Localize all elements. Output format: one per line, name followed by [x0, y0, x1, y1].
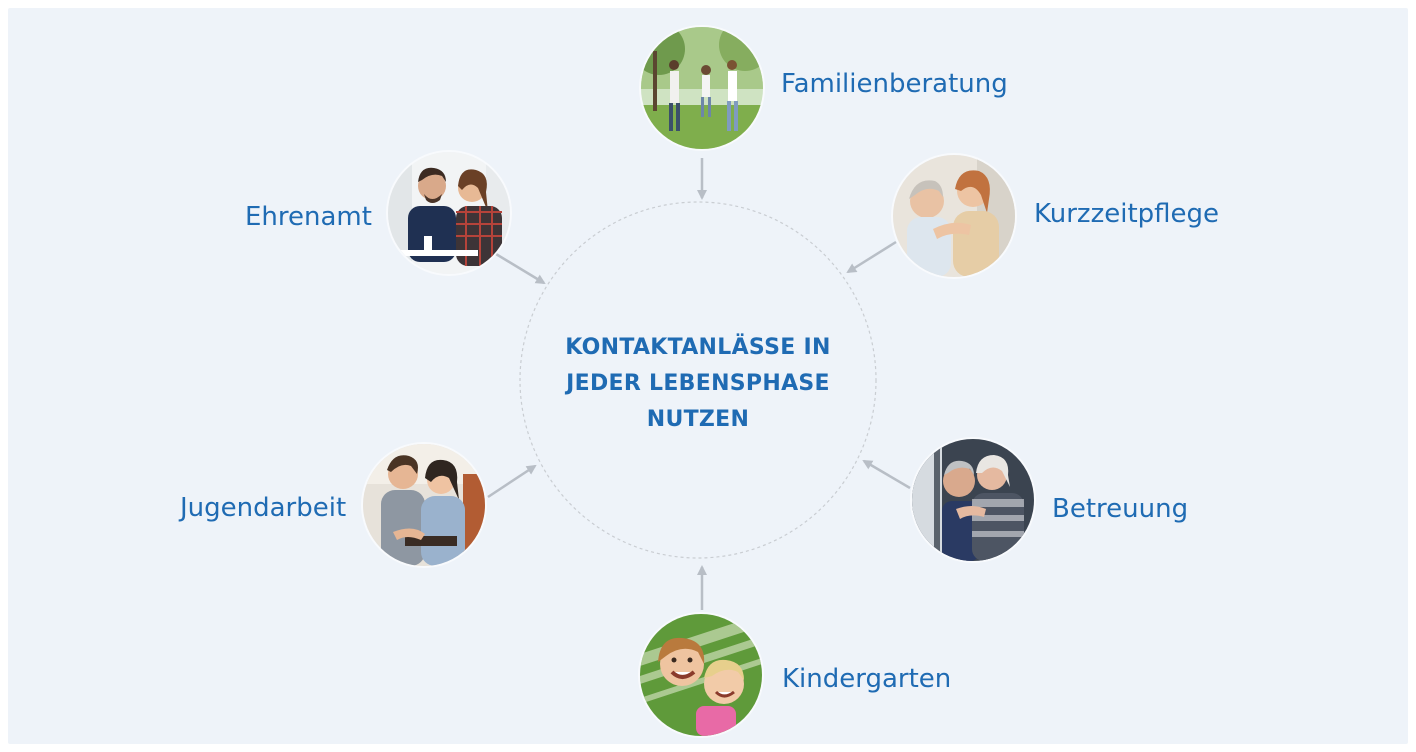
center-title-line: NUTZEN [646, 407, 750, 432]
volunteers-meeting-photo [388, 152, 510, 274]
node-label-jugendarbeit: Jugendarbeit [180, 493, 347, 523]
center-dashed-circle [519, 201, 877, 559]
node-label-ehrenamt: Ehrenamt [245, 202, 372, 232]
node-label-kindergarten: Kindergarten [782, 664, 952, 694]
caregiver-hugging-elderly-woman-photo [893, 155, 1015, 277]
young-people-working-together-photo [363, 444, 485, 566]
elderly-couple-embracing-photo [912, 439, 1034, 561]
node-label-kurzzeitpflege: Kurzzeitpflege [1034, 199, 1220, 229]
arrow-ehrenamt [495, 252, 546, 285]
node-label-familienberatung: Familienberatung [781, 69, 1008, 99]
center-title: KONTAKTANLÄSSE IN JEDER LEBENSPHASE NUTZ… [520, 330, 876, 438]
arrow-kurzzeitpflege [846, 240, 897, 274]
center-title-line: JEDER LEBENSPHASE [566, 371, 830, 396]
center-title-line: KONTAKTANLÄSSE IN [565, 335, 831, 360]
children-in-hammock-photo [640, 614, 762, 736]
family-walking-in-park-photo [641, 27, 763, 149]
node-label-betreuung: Betreuung [1052, 494, 1189, 524]
arrow-jugendarbeit [487, 464, 537, 499]
arrow-betreuung [862, 459, 911, 490]
